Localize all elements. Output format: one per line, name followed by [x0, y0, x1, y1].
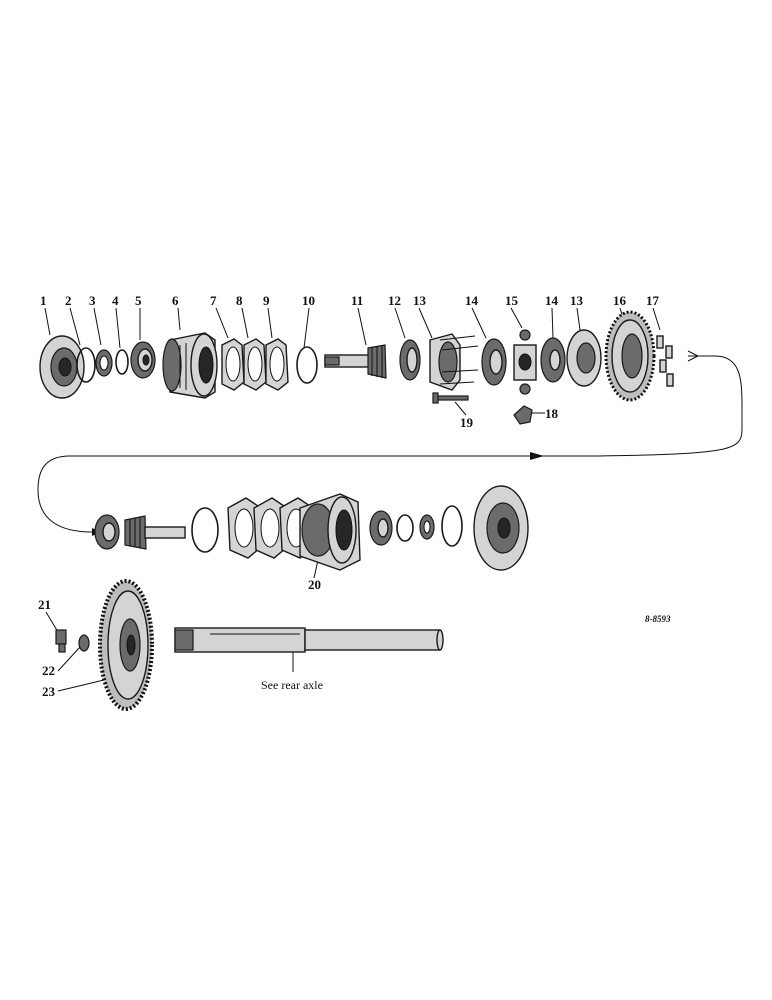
part-7-gasket — [221, 338, 245, 391]
callout-7: 7 — [210, 293, 217, 308]
part-22-washer — [78, 634, 90, 652]
callout-14: 14 — [465, 293, 479, 308]
callout-13: 13 — [413, 293, 427, 308]
part-17-lock-plates — [656, 335, 674, 387]
part-12-bearing — [399, 339, 421, 381]
callout-9: 9 — [263, 293, 270, 308]
part-washer-mid — [419, 514, 435, 540]
callout-21: 21 — [38, 597, 51, 612]
callout-20: 20 — [308, 577, 321, 592]
part-o-ring-2 — [191, 507, 219, 553]
part-rear-axle-shaft — [174, 627, 444, 653]
callout-18: 18 — [545, 406, 559, 421]
part-4-ring — [115, 349, 129, 375]
callout-6: 6 — [172, 293, 179, 308]
callout-22: 22 — [42, 663, 55, 678]
part-bearing-cage-right — [473, 485, 529, 571]
drawing-reference: 8-8593 — [645, 614, 671, 624]
part-21-bolt — [55, 629, 67, 653]
part-15-spider — [513, 329, 537, 395]
part-20-housing — [299, 493, 361, 571]
part-14-side-gear-2 — [540, 337, 566, 383]
part-pinion-shaft-2 — [124, 515, 186, 550]
part-10-o-ring — [296, 346, 318, 384]
part-11-pinion-shaft — [324, 344, 387, 379]
callout-13b: 13 — [570, 293, 584, 308]
part-2-snap-ring — [76, 347, 96, 383]
callout-23: 23 — [42, 684, 56, 699]
callout-16: 16 — [613, 293, 627, 308]
part-3-washer — [95, 349, 113, 377]
see-rear-axle-label: See rear axle — [261, 678, 323, 692]
part-19-bolt — [432, 392, 469, 404]
lower-assembly — [55, 579, 444, 711]
part-bearing-left — [94, 514, 120, 550]
part-snap-ring-mid — [441, 505, 463, 547]
callout-10: 10 — [302, 293, 315, 308]
callout-1: 1 — [40, 293, 47, 308]
part-18-pinion-gear — [513, 405, 533, 425]
part-8-gasket — [243, 338, 267, 391]
upper-assembly — [39, 310, 674, 425]
callout-14b: 14 — [545, 293, 559, 308]
part-16-ring-gear — [604, 310, 656, 402]
callout-2: 2 — [65, 293, 72, 308]
callout-15: 15 — [505, 293, 519, 308]
part-5-bearing — [130, 341, 156, 379]
middle-assembly — [94, 485, 529, 571]
part-bearing-mid — [369, 510, 393, 546]
callout-17: 17 — [646, 293, 660, 308]
callout-19: 19 — [460, 415, 474, 430]
callout-12: 12 — [388, 293, 401, 308]
callout-3: 3 — [89, 293, 96, 308]
callout-11: 11 — [351, 293, 363, 308]
leader-lines — [37, 307, 743, 692]
part-23-bull-gear — [98, 579, 154, 711]
part-1-bearing-cage — [39, 335, 85, 399]
part-9-gasket — [265, 338, 289, 391]
callout-5: 5 — [135, 293, 142, 308]
part-13-case-half — [429, 333, 479, 391]
part-ring-mid — [396, 514, 414, 542]
part-13-case-half-2 — [566, 329, 602, 387]
part-14-side-gear — [481, 338, 507, 386]
callout-4: 4 — [112, 293, 119, 308]
part-6-housing — [162, 332, 218, 399]
callout-8: 8 — [236, 293, 243, 308]
